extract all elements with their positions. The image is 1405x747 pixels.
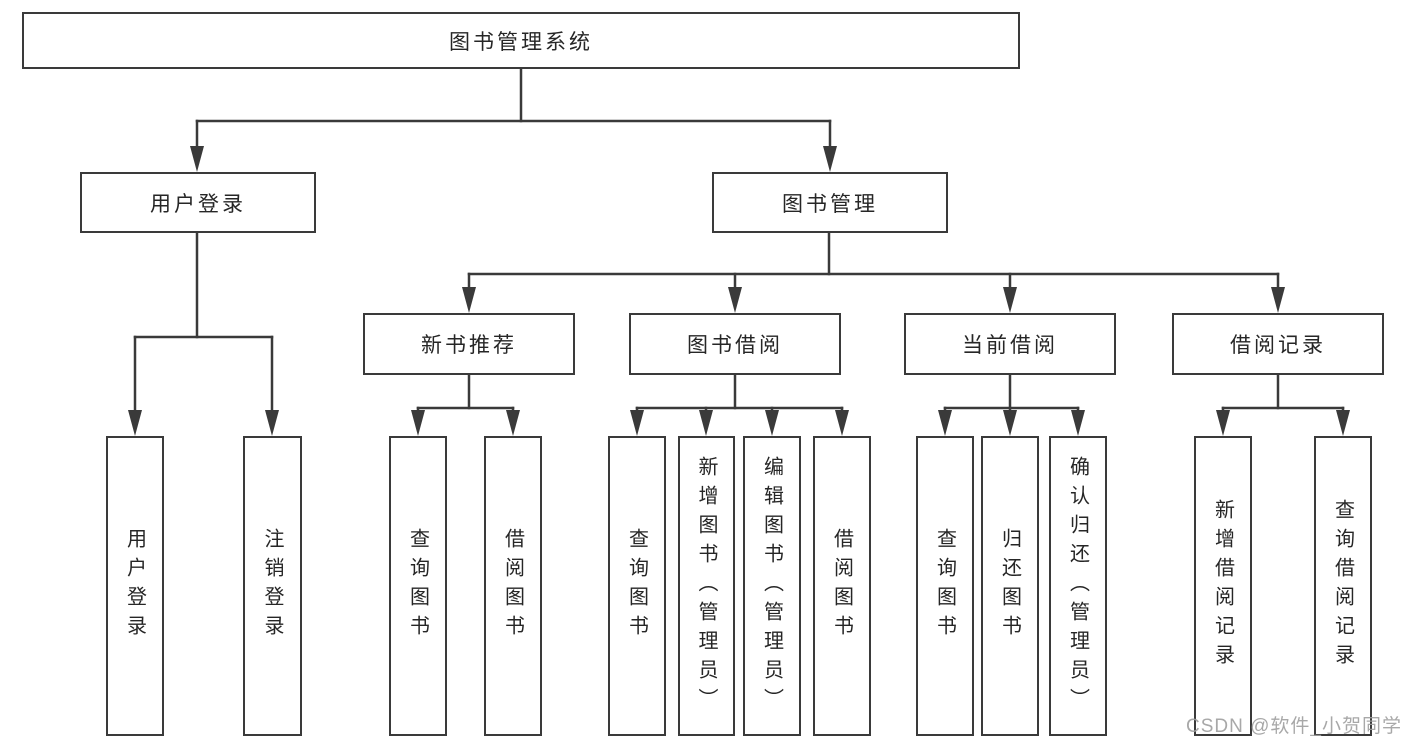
leaf-user-login: 用户登录 (106, 436, 164, 736)
leaf-query-borrow-record: 查询借阅记录 (1314, 436, 1372, 736)
leaf-add-books-admin: 新增图书（管理员） (678, 436, 735, 736)
node-new-book-recommend: 新书推荐 (363, 313, 575, 375)
leaf-edit-books-admin: 编辑图书（管理员） (743, 436, 801, 736)
arrowheads (128, 146, 1350, 436)
csdn-watermark: CSDN @软件_小贺同学 (1186, 716, 1402, 737)
leaf-return-books: 归还图书 (981, 436, 1039, 736)
leaf-confirm-return-admin: 确认归还（管理员） (1049, 436, 1107, 736)
node-library-system: 图书管理系统 (22, 12, 1020, 69)
node-current-borrowing: 当前借阅 (904, 313, 1116, 375)
leaf-borrow-books: 借阅图书 (813, 436, 871, 736)
node-user-login: 用户登录 (80, 172, 316, 233)
leaf-add-borrow-record: 新增借阅记录 (1194, 436, 1252, 736)
leaf-borrow-query-books: 查询图书 (608, 436, 666, 736)
node-book-management: 图书管理 (712, 172, 948, 233)
leaf-logout: 注销登录 (243, 436, 302, 736)
node-borrow-records: 借阅记录 (1172, 313, 1384, 375)
leaf-rec-query-books: 查询图书 (389, 436, 447, 736)
node-book-borrowing: 图书借阅 (629, 313, 841, 375)
leaf-current-query-books: 查询图书 (916, 436, 974, 736)
leaf-rec-borrow-books: 借阅图书 (484, 436, 542, 736)
